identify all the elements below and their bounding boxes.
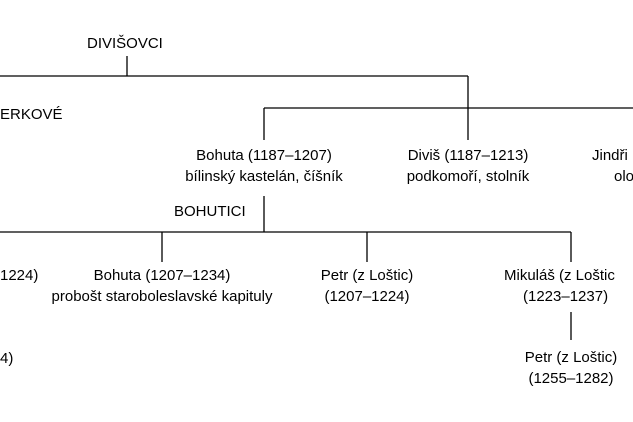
branch-label-bohutici: BOHUTICI — [174, 203, 246, 220]
person-name: Petr (z Loštic) — [320, 267, 414, 284]
person-left-partial-2: 4) — [0, 350, 14, 367]
person-name: Jindři — [592, 147, 628, 164]
person-left-partial-1: 1224) — [0, 267, 39, 284]
person-name: Mikuláš (z Loštic — [504, 267, 615, 284]
person-bohuta-senior: Bohuta (1187–1207) bílinský kastelán, čí… — [174, 145, 354, 187]
root-family-label: DIVIŠOVCI — [87, 35, 163, 52]
person-name: Petr (z Loštic) — [524, 349, 618, 366]
person-name: Bohuta (1207–1234) — [93, 267, 231, 284]
person-name: Diviš (1187–1213) — [407, 147, 529, 164]
person-role: probošt staroboleslavské kapituly — [51, 288, 273, 305]
person-dates: (1255–1282) — [528, 370, 614, 387]
person-divis: Diviš (1187–1213) podkomoří, stolník — [392, 145, 544, 187]
person-dates: (1223–1237) — [523, 288, 609, 305]
person-petr-2: Petr (z Loštic) (1255–1282) — [511, 347, 631, 389]
branch-label-erkove: ERKOVÉ — [0, 106, 63, 123]
person-role: podkomoří, stolník — [406, 168, 530, 185]
person-bohuta-junior: Bohuta (1207–1234) probošt staroboleslav… — [36, 265, 288, 307]
person-jindrich-partial: Jindři olo — [592, 145, 633, 187]
person-name: Bohuta (1187–1207) — [196, 147, 332, 164]
person-role: bílinský kastelán, číšník — [185, 168, 343, 185]
person-dates: (1207–1224) — [324, 288, 410, 305]
person-petr-1: Petr (z Loštic) (1207–1224) — [307, 265, 427, 307]
person-mikulas: Mikuláš (z Loštic (1223–1237) — [504, 265, 633, 307]
person-role: olo — [614, 168, 633, 185]
